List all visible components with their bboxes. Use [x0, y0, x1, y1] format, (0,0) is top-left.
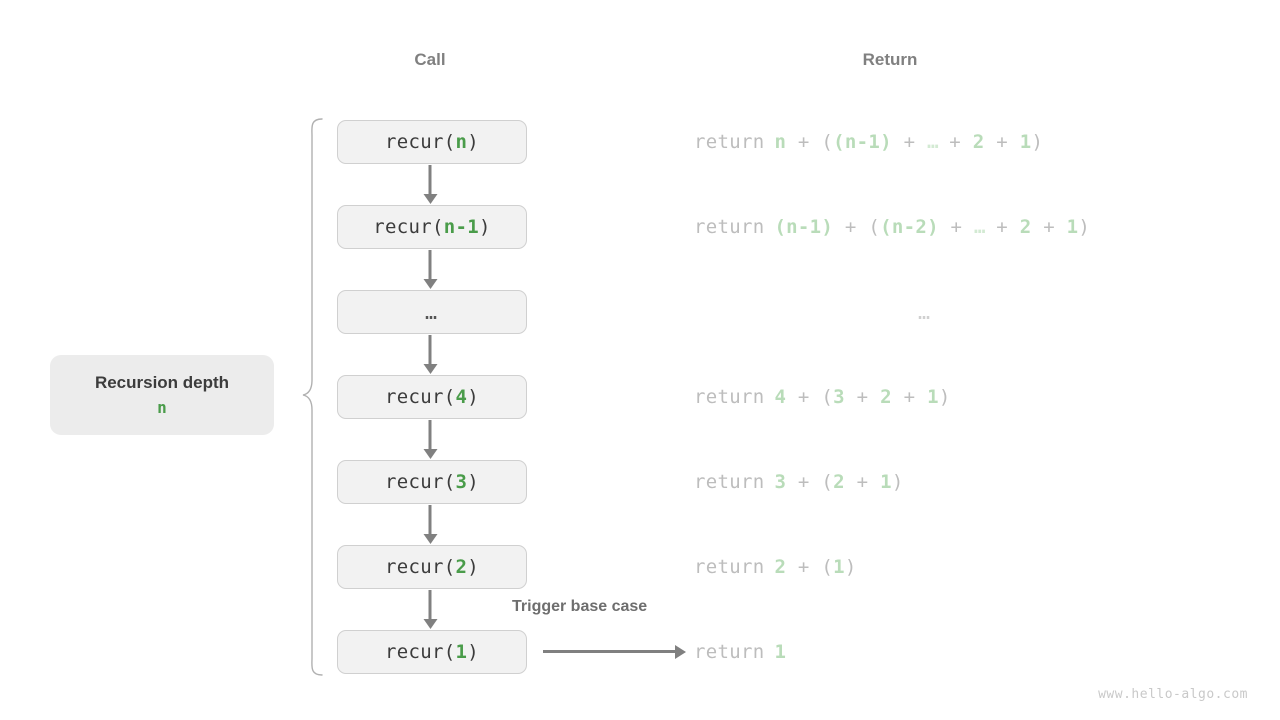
call-box-4: recur(4) [337, 375, 527, 419]
recursion-depth-brace [302, 118, 323, 676]
expr-token: 2 [972, 131, 985, 153]
expr-token: ) [1031, 131, 1044, 153]
return-expression: n + ((n-1) + … + 2 + 1) [774, 131, 1043, 153]
expr-token: 1 [1066, 216, 1079, 238]
column-header-call: Call [414, 50, 446, 69]
call-box-argument: n-1 [443, 216, 479, 238]
return-expression: (n-1) + ((n-2) + … + 2 + 1) [774, 216, 1090, 238]
base-case-arrow [543, 650, 676, 653]
call-box-fn-name: recur( [373, 216, 444, 238]
expr-token: 3 [774, 471, 787, 493]
call-box-argument: 4 [455, 386, 468, 408]
call-box-close-paren: ) [478, 216, 491, 238]
return-expression: 3 + (2 + 1) [774, 471, 903, 493]
call-box-ellipsis: … [337, 290, 527, 334]
return-expression: 4 + (3 + 2 + 1) [774, 386, 950, 408]
call-box-3: recur(3) [337, 460, 527, 504]
return-keyword: return [694, 386, 765, 408]
call-box-2: recur(2) [337, 545, 527, 589]
expr-token: + [938, 216, 975, 238]
expr-token: + [937, 131, 973, 153]
expr-token: + ( [786, 131, 834, 153]
return-row-3: return 4 + (3 + 2 + 1) [694, 382, 951, 412]
expr-token: 2 [833, 471, 845, 493]
call-arrow-5 [428, 590, 432, 620]
column-header-return: Return [862, 50, 918, 69]
expr-token: 1 [833, 556, 845, 578]
call-box-fn-name: recur( [385, 471, 456, 493]
call-arrow-0 [428, 165, 432, 195]
call-box-fn-name: recur( [385, 641, 456, 663]
call-box-close-paren: ) [467, 641, 479, 663]
call-box-fn-name: recur( [385, 131, 456, 153]
watermark: www.hello-algo.com [1098, 687, 1248, 702]
expr-token: ) [891, 471, 904, 493]
call-box-argument: 3 [455, 471, 468, 493]
recursion-depth-title: Recursion depth [94, 373, 230, 392]
call-box-argument: 2 [455, 556, 468, 578]
expr-token: 1 [880, 471, 892, 493]
expr-token: (n-1) [833, 131, 892, 153]
expr-token: 1 [1019, 131, 1032, 153]
call-box-close-paren: ) [467, 471, 479, 493]
expr-token: + [844, 386, 881, 408]
call-box-text: … [424, 300, 440, 324]
call-box-fn-name: recur( [385, 386, 456, 408]
return-keyword: return [694, 216, 765, 238]
expr-token: + ( [786, 386, 834, 408]
expr-token: + [1031, 216, 1067, 238]
expr-token: (n-2) [880, 216, 939, 238]
expr-token: + [891, 131, 928, 153]
expr-token: (n-1) [774, 216, 834, 238]
recursion-depth-label: Recursion depth n [50, 355, 274, 435]
expr-token: … [927, 131, 938, 153]
expr-token: 1 [774, 641, 787, 663]
expr-token: 2 [880, 386, 892, 408]
expr-token: n [774, 131, 787, 153]
return-keyword: return [694, 131, 765, 153]
expr-token: + [844, 471, 881, 493]
expr-token: 2 [774, 556, 787, 578]
return-row-1: return (n-1) + ((n-2) + … + 2 + 1) [694, 212, 1090, 242]
expr-token: + [984, 131, 1020, 153]
return-expression: 1 [774, 641, 786, 663]
expr-token: + [984, 216, 1020, 238]
expr-token: 2 [1019, 216, 1032, 238]
call-box-n-1: recur(n-1) [337, 205, 527, 249]
expr-token: + ( [786, 471, 834, 493]
return-keyword: return [694, 556, 765, 578]
expr-token: ) [1078, 216, 1091, 238]
return-expression: 2 + (1) [774, 556, 856, 578]
expr-token: … [974, 216, 985, 238]
expr-token: + [891, 386, 928, 408]
call-box-fn-name: recur( [385, 556, 456, 578]
call-arrow-1 [428, 250, 432, 280]
return-ellipsis: … [917, 300, 933, 324]
return-keyword: return [694, 471, 765, 493]
call-box-argument: 1 [455, 641, 468, 663]
expr-token: 3 [833, 386, 845, 408]
expr-token: 4 [774, 386, 787, 408]
expr-token: ) [844, 556, 857, 578]
call-box-close-paren: ) [467, 386, 479, 408]
call-arrow-3 [428, 420, 432, 450]
call-arrow-4 [428, 505, 432, 535]
call-arrow-2 [428, 335, 432, 365]
call-box-n: recur(n) [337, 120, 527, 164]
call-box-close-paren: ) [467, 131, 479, 153]
recursion-depth-value: n [157, 398, 167, 417]
call-box-close-paren: ) [467, 556, 479, 578]
call-box-1: recur(1) [337, 630, 527, 674]
return-keyword: return [694, 641, 765, 663]
expr-token: ) [938, 386, 951, 408]
return-row-6: return 1 [694, 637, 786, 667]
return-row-5: return 2 + (1) [694, 552, 857, 582]
return-row-4: return 3 + (2 + 1) [694, 467, 904, 497]
expr-token: + ( [786, 556, 834, 578]
expr-token: 1 [927, 386, 939, 408]
trigger-base-case-label: Trigger base case [512, 598, 648, 615]
call-box-argument: n [455, 131, 468, 153]
expr-token: + ( [833, 216, 881, 238]
